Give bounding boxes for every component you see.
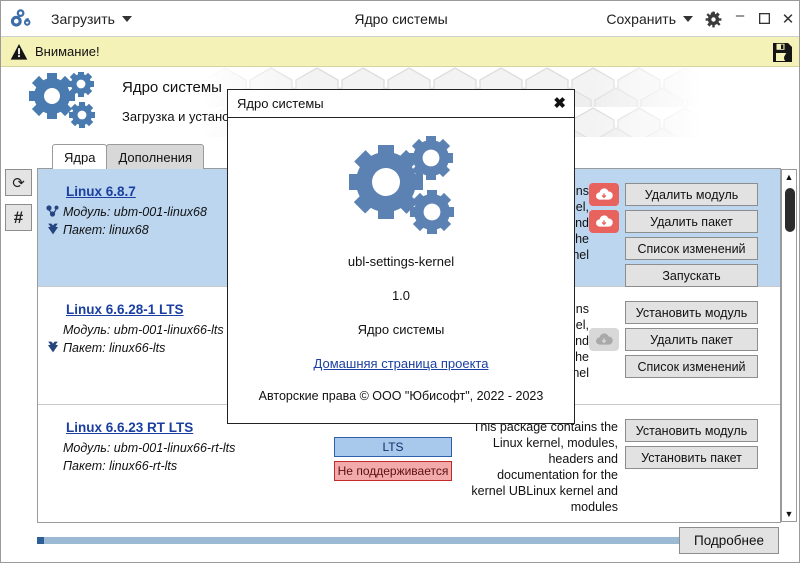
- load-menu-button[interactable]: Загрузить: [51, 11, 132, 27]
- details-button[interactable]: Подробнее: [679, 527, 779, 554]
- progress-bar: [37, 537, 697, 544]
- kernel-info: Linux 6.8.7 Модуль: ubm-001-linux68 Паке…: [46, 183, 305, 286]
- tab-additions-label: Дополнения: [118, 149, 193, 165]
- kernel-package: Пакет: linux66-lts: [48, 339, 305, 357]
- floppy-save-icon[interactable]: [772, 42, 793, 63]
- kernel-info: Linux 6.6.28-1 LTS Модуль: ubm-001-linux…: [48, 301, 305, 404]
- action-row: Удалить пакет: [589, 210, 759, 233]
- minimize-button[interactable]: –: [735, 6, 745, 24]
- hash-icon[interactable]: #: [5, 204, 32, 231]
- kernel-module: Модуль: ubm-001-linux68: [46, 203, 305, 221]
- kernel-description: This package contains the Linux kernel, …: [471, 420, 618, 514]
- action-row: Установить модуль: [625, 301, 759, 324]
- kernel-module: Модуль: ubm-001-linux66-lts: [63, 321, 305, 339]
- maximize-button[interactable]: [757, 12, 771, 27]
- kernel-module-text: Модуль: ubm-001-linux66-lts: [63, 323, 224, 337]
- dialog-description: Ядро системы: [357, 322, 445, 337]
- install-module-button[interactable]: Установить модуль: [625, 301, 759, 324]
- kernel-package-text: Пакет: linux66-lts: [63, 341, 166, 355]
- tab-additions[interactable]: Дополнения: [106, 144, 205, 169]
- status-badge: Не поддерживается: [334, 461, 452, 481]
- kernel-version-link[interactable]: Linux 6.8.7: [66, 184, 136, 199]
- about-dialog: Ядро системы ✖: [227, 89, 575, 424]
- chevron-down-icon: [683, 16, 693, 22]
- scroll-up-arrow-icon[interactable]: ▲: [784, 172, 794, 182]
- action-row: Список изменений: [625, 237, 759, 260]
- package-icon: [46, 341, 63, 356]
- changelog-button[interactable]: Список изменений: [625, 237, 759, 260]
- dialog-copyright: Авторские права © ООО "Юбисофт", 2022 - …: [258, 389, 544, 403]
- tab-kernels[interactable]: Ядра: [52, 144, 108, 169]
- tab-bar: Ядра Дополнения: [52, 144, 205, 169]
- module-icon: [46, 204, 63, 220]
- kernel-badges: LTS Не поддерживается: [318, 419, 468, 522]
- app-gears-icon: [9, 6, 37, 32]
- scroll-down-arrow-icon[interactable]: ▼: [784, 509, 794, 519]
- progress-fill: [37, 537, 44, 544]
- homepage-link[interactable]: Домашняя страница проекта: [313, 356, 489, 371]
- action-row: Список изменений: [625, 355, 759, 378]
- kernel-version-link[interactable]: Linux 6.6.28-1 LTS: [66, 302, 184, 317]
- run-button[interactable]: Запускать: [625, 264, 759, 287]
- warning-triangle-icon: [10, 43, 28, 61]
- tab-kernels-label: Ядра: [64, 149, 96, 165]
- dialog-gears-logo-icon: [338, 130, 464, 242]
- load-menu-label: Загрузить: [51, 10, 115, 27]
- save-menu-button[interactable]: Сохранить: [606, 11, 693, 27]
- banner-title: Ядро системы: [122, 79, 222, 96]
- status-badge: LTS: [334, 437, 452, 457]
- action-row: Установить пакет: [625, 446, 758, 469]
- kernel-module-text: Модуль: ubm-001-linux68: [63, 205, 207, 219]
- kernel-version-link[interactable]: Linux 6.6.23 RT LTS: [66, 420, 194, 435]
- warning-bar: Внимание!: [1, 37, 799, 67]
- titlebar-right-group: Сохранить: [606, 1, 795, 37]
- kernel-actions: Установить модуль Удалить пакет Список и…: [589, 301, 770, 404]
- chevron-down-icon: [121, 15, 132, 22]
- dialog-header: Ядро системы ✖: [228, 90, 574, 118]
- remove-package-button[interactable]: Удалить пакет: [625, 328, 759, 351]
- dialog-body: ubl-settings-kernel 1.0 Ядро системы Дом…: [228, 118, 574, 423]
- title-bar: Загрузить Ядро системы Сохранить: [1, 1, 799, 37]
- settings-gear-icon[interactable]: [703, 9, 723, 29]
- remove-module-button[interactable]: Удалить модуль: [625, 183, 759, 206]
- install-package-button[interactable]: Установить пакет: [625, 446, 758, 469]
- dialog-version: 1.0: [391, 288, 411, 303]
- window-title: Ядро системы: [354, 10, 448, 27]
- kernel-actions: Удалить модуль Удалить пакет Список изме…: [589, 183, 770, 287]
- cloud-download-icon[interactable]: [589, 183, 620, 206]
- action-row: Установить модуль: [625, 419, 758, 442]
- kernel-package-text: Пакет: linux68: [63, 223, 149, 237]
- action-row: Запускать: [625, 264, 759, 287]
- kernel-package: Пакет: linux66-rt-lts: [63, 457, 318, 475]
- kernel-module-text: Модуль: ubm-001-linux66-rt-lts: [63, 441, 236, 455]
- dialog-title: Ядро системы: [237, 96, 324, 111]
- close-button[interactable]: ✕: [781, 10, 795, 28]
- kernel-actions: Установить модуль Установить пакет: [618, 419, 770, 522]
- kernel-package: Пакет: linux68: [48, 221, 305, 239]
- kernel-package-text: Пакет: linux66-rt-lts: [63, 459, 178, 473]
- cloud-download-icon[interactable]: [589, 210, 620, 233]
- save-menu-label: Сохранить: [606, 11, 676, 27]
- warning-text: Внимание!: [35, 44, 100, 59]
- vertical-scrollbar[interactable]: ▲ ▼: [781, 169, 797, 522]
- remove-package-button[interactable]: Удалить пакет: [625, 210, 759, 233]
- package-icon: [46, 223, 63, 238]
- banner-gears-logo-icon: [26, 71, 104, 134]
- action-row: Удалить модуль: [589, 183, 759, 206]
- table-row[interactable]: Linux 6.6.23 RT LTS Модуль: ubm-001-linu…: [38, 405, 780, 522]
- side-toolbar: ⟳ #: [5, 169, 32, 239]
- install-module-button[interactable]: Установить модуль: [625, 419, 758, 442]
- close-icon[interactable]: ✖: [553, 95, 566, 112]
- scrollbar-thumb[interactable]: [785, 188, 795, 232]
- cloud-download-icon[interactable]: [589, 328, 620, 351]
- kernel-info: Linux 6.6.23 RT LTS Модуль: ubm-001-linu…: [48, 419, 318, 522]
- changelog-button[interactable]: Список изменений: [625, 355, 759, 378]
- kernel-module: Модуль: ubm-001-linux66-rt-lts: [63, 439, 318, 457]
- refresh-icon[interactable]: ⟳: [5, 169, 32, 196]
- dialog-package-name: ubl-settings-kernel: [347, 254, 455, 269]
- action-row: Удалить пакет: [589, 328, 759, 351]
